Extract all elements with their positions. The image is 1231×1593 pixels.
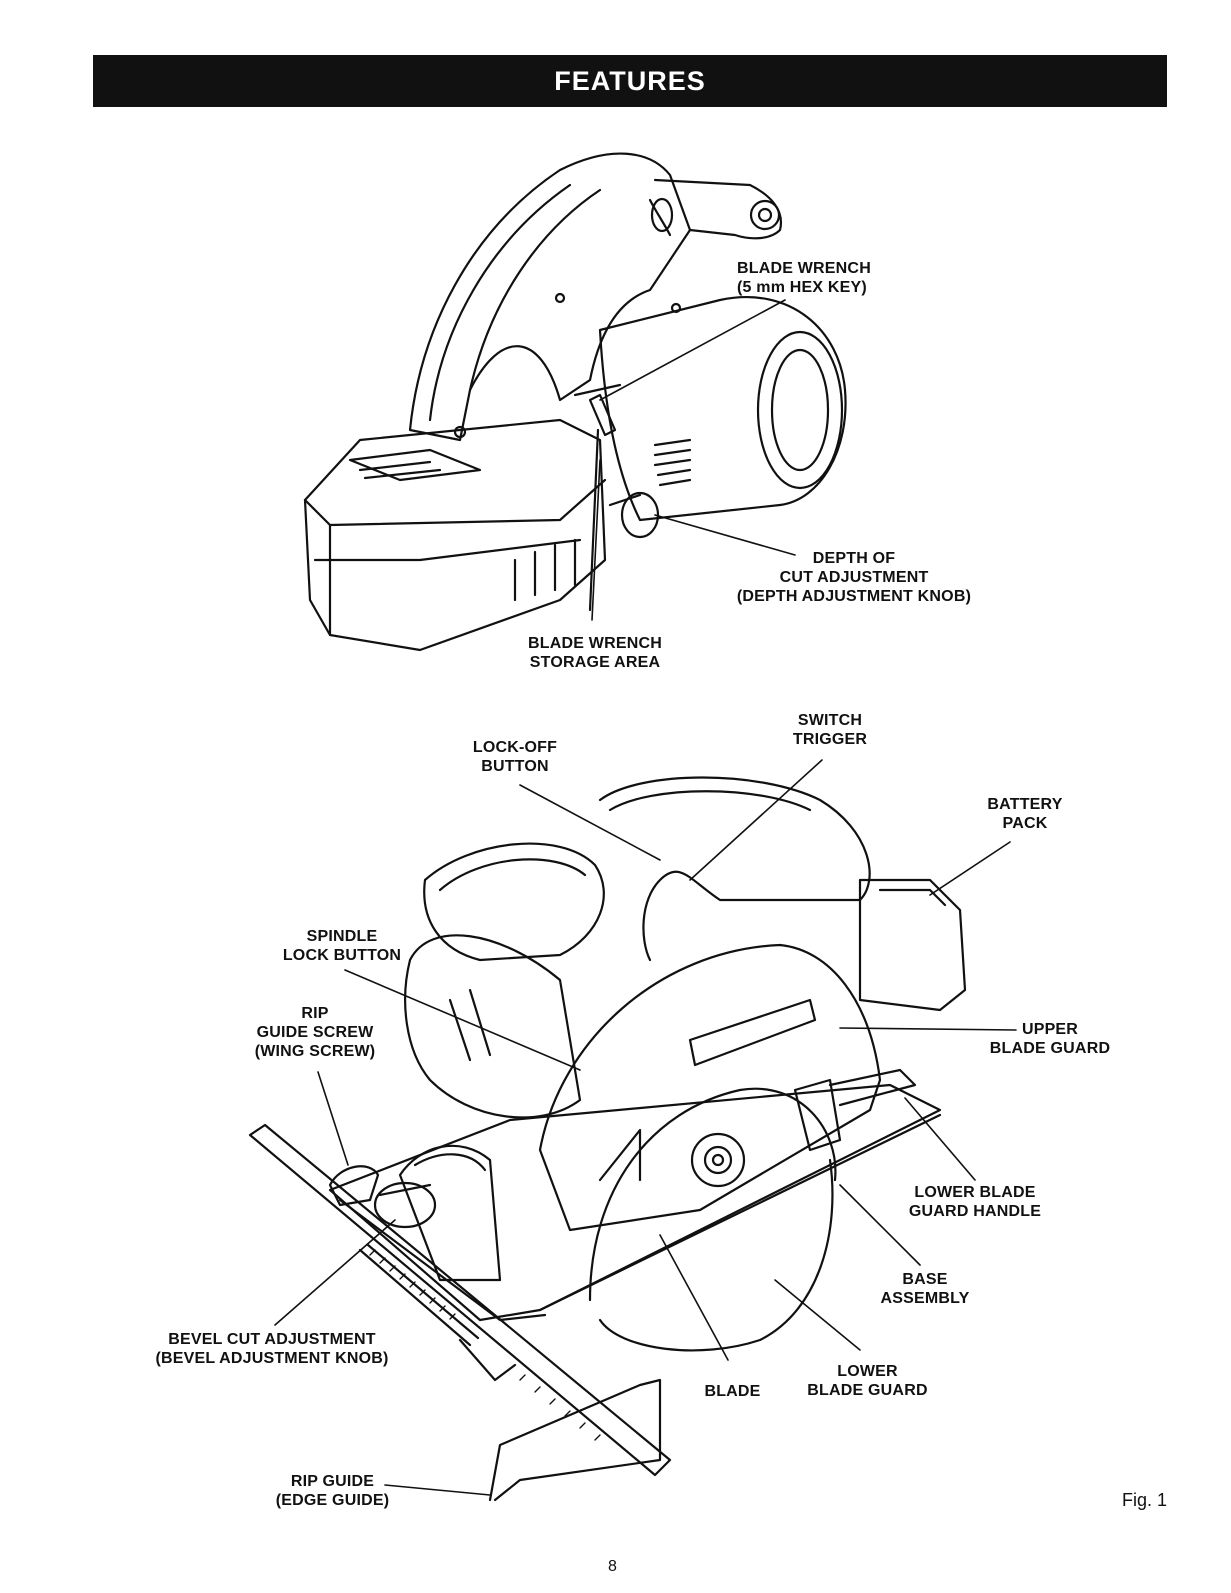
label-blade: BLADE — [695, 1382, 770, 1401]
label-line: (WING SCREW) — [254, 1043, 376, 1060]
label-upper-blade-guard: UPPER BLADE GUARD — [985, 1020, 1115, 1058]
label-line: RIP — [301, 1005, 329, 1022]
label-base-assembly: BASE ASSEMBLY — [870, 1270, 980, 1308]
top-saw-drawing — [303, 152, 847, 652]
label-battery-pack: BATTERY PACK — [975, 795, 1075, 833]
label-line: BEVEL CUT ADJUSTMENT — [168, 1331, 376, 1348]
label-switch-trigger: SWITCH TRIGGER — [775, 711, 885, 749]
label-line: STORAGE AREA — [529, 654, 661, 671]
label-line: LOCK-OFF — [472, 739, 558, 756]
label-line: DEPTH OF — [812, 550, 896, 567]
label-rip-guide: RIP GUIDE (EDGE GUIDE) — [270, 1472, 395, 1510]
figure-label: Fig. 1 — [1122, 1490, 1168, 1510]
label-line: SPINDLE — [306, 928, 378, 945]
label-spindle-lock-button: SPINDLE LOCK BUTTON — [272, 927, 412, 965]
label-lower-blade-guard: LOWER BLADE GUARD — [800, 1362, 935, 1400]
label-line: BLADE GUARD — [807, 1382, 928, 1399]
label-line: (5 mm HEX KEY) — [737, 279, 867, 296]
label-line: LOWER BLADE — [914, 1184, 1036, 1201]
label-line: (BEVEL ADJUSTMENT KNOB) — [155, 1350, 389, 1367]
label-lower-blade-guard-handle: LOWER BLADE GUARD HANDLE — [900, 1183, 1050, 1221]
label-blade-wrench: BLADE WRENCH (5 mm HEX KEY) — [737, 259, 871, 297]
label-line: SWITCH — [797, 712, 863, 729]
label-line: (DEPTH ADJUSTMENT KNOB) — [736, 588, 972, 605]
label-line: BLADE WRENCH — [528, 635, 662, 652]
label-line: (EDGE GUIDE) — [275, 1492, 390, 1509]
label-line: BLADE — [704, 1383, 761, 1400]
label-line: CUT ADJUSTMENT — [779, 569, 929, 586]
bottom-saw-drawing — [248, 759, 1017, 1502]
label-line: LOWER — [837, 1363, 898, 1380]
label-line: UPPER — [1021, 1021, 1079, 1038]
label-line: LOCK BUTTON — [282, 947, 402, 964]
page-number: 8 — [608, 1558, 617, 1575]
header-title: FEATURES — [554, 65, 706, 96]
label-line: GUIDE SCREW — [256, 1024, 374, 1041]
label-rip-guide-screw: RIP GUIDE SCREW (WING SCREW) — [240, 1004, 390, 1061]
label-bevel-cut-adjustment: BEVEL CUT ADJUSTMENT (BEVEL ADJUSTMENT K… — [142, 1330, 402, 1368]
label-line: RIP GUIDE — [290, 1473, 375, 1490]
label-line: BASE — [902, 1271, 948, 1288]
label-line: BATTERY — [987, 796, 1063, 813]
label-line: BLADE WRENCH — [737, 260, 871, 277]
label-line: BUTTON — [481, 758, 549, 775]
label-line: PACK — [1002, 815, 1048, 832]
label-line: TRIGGER — [792, 731, 868, 748]
features-header: FEATURES — [93, 55, 1167, 107]
label-lock-off-button: LOCK-OFF BUTTON — [460, 738, 570, 776]
label-line: ASSEMBLY — [880, 1290, 970, 1307]
label-blade-wrench-storage-area: BLADE WRENCH STORAGE AREA — [510, 634, 680, 672]
label-line: BLADE GUARD — [989, 1040, 1111, 1057]
label-line: GUARD HANDLE — [908, 1203, 1042, 1220]
label-depth-of-cut-adjustment: DEPTH OF CUT ADJUSTMENT (DEPTH ADJUSTMEN… — [734, 549, 974, 606]
